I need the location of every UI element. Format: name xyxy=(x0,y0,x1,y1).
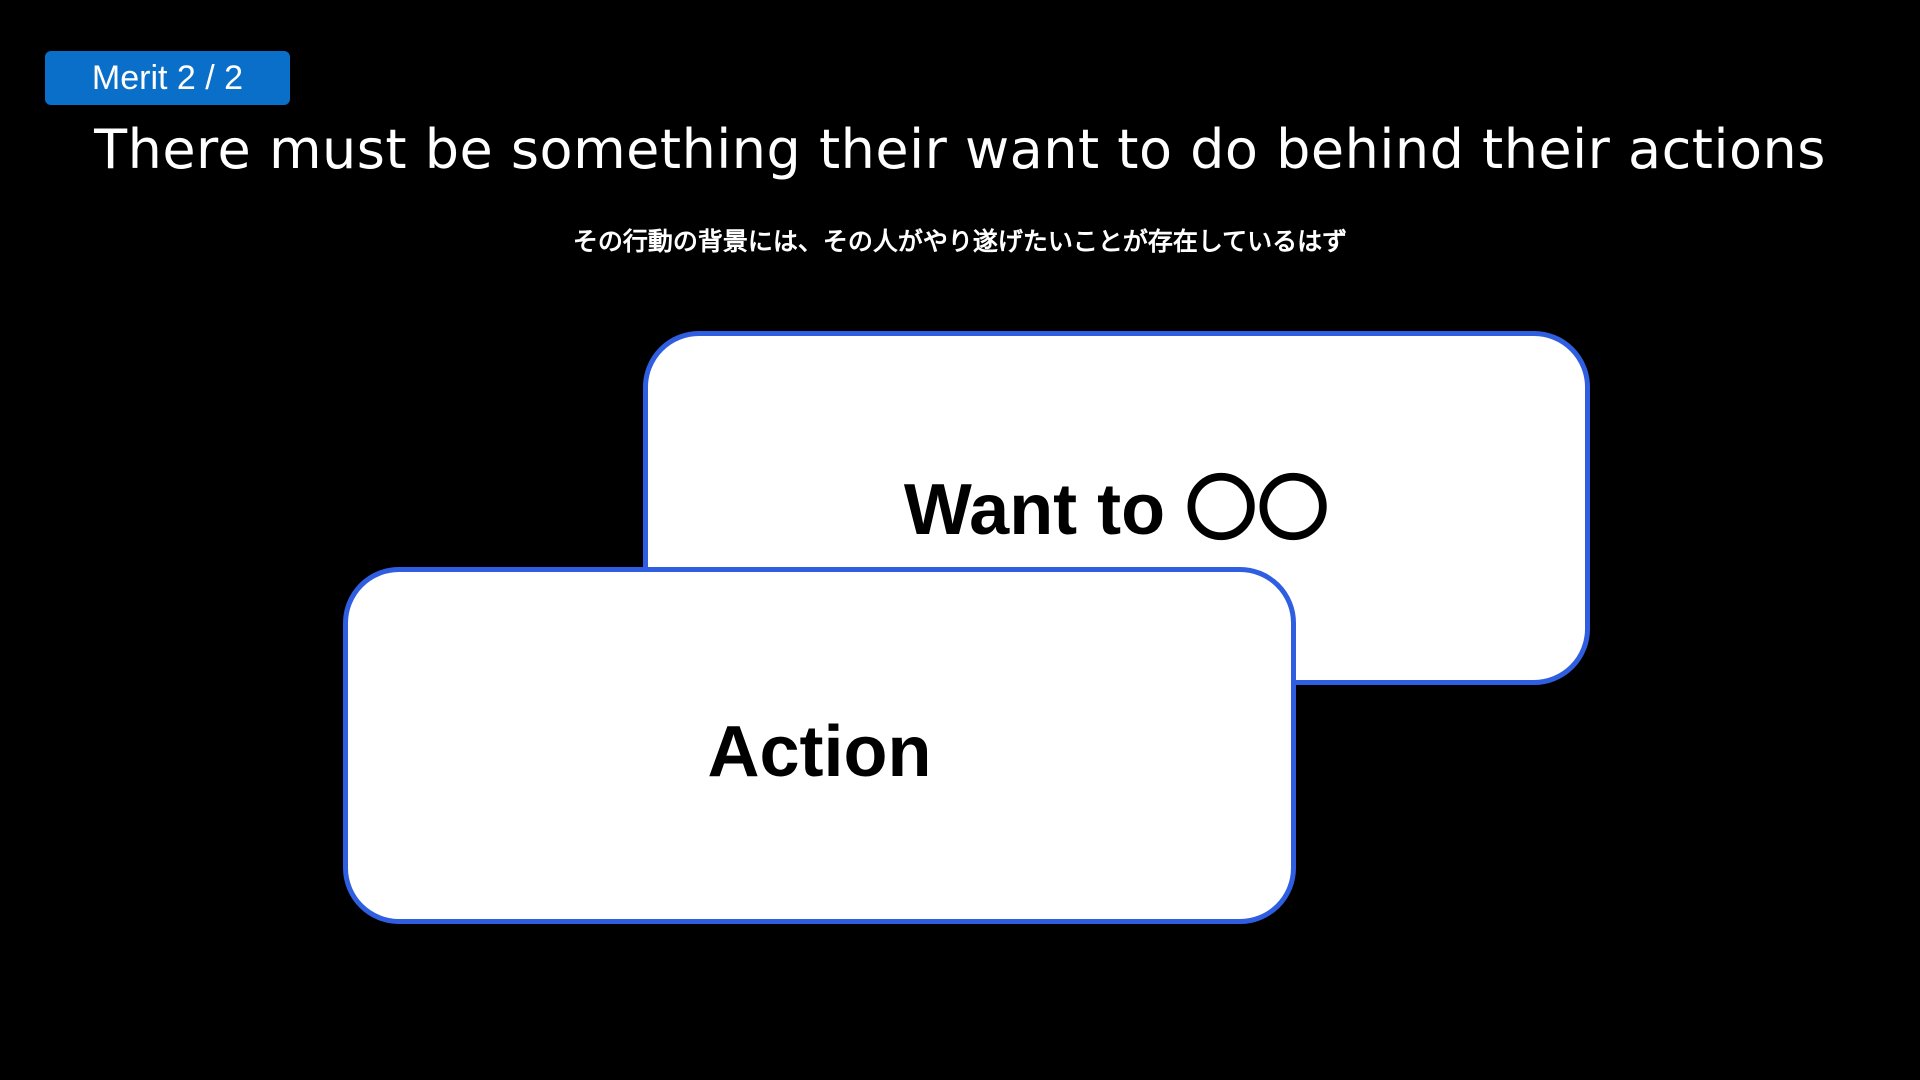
action-card-label: Action xyxy=(707,712,932,792)
page-badge: Merit 2 / 2 xyxy=(45,51,290,105)
want-card-label: Want to 〇〇 xyxy=(903,470,1330,550)
slide-subtitle: その行動の背景には、その人がやり遂げたいことが存在しているはず xyxy=(572,227,1348,256)
action-card: Action xyxy=(343,567,1296,924)
slide-title: There must be something their want to do… xyxy=(94,118,1826,181)
